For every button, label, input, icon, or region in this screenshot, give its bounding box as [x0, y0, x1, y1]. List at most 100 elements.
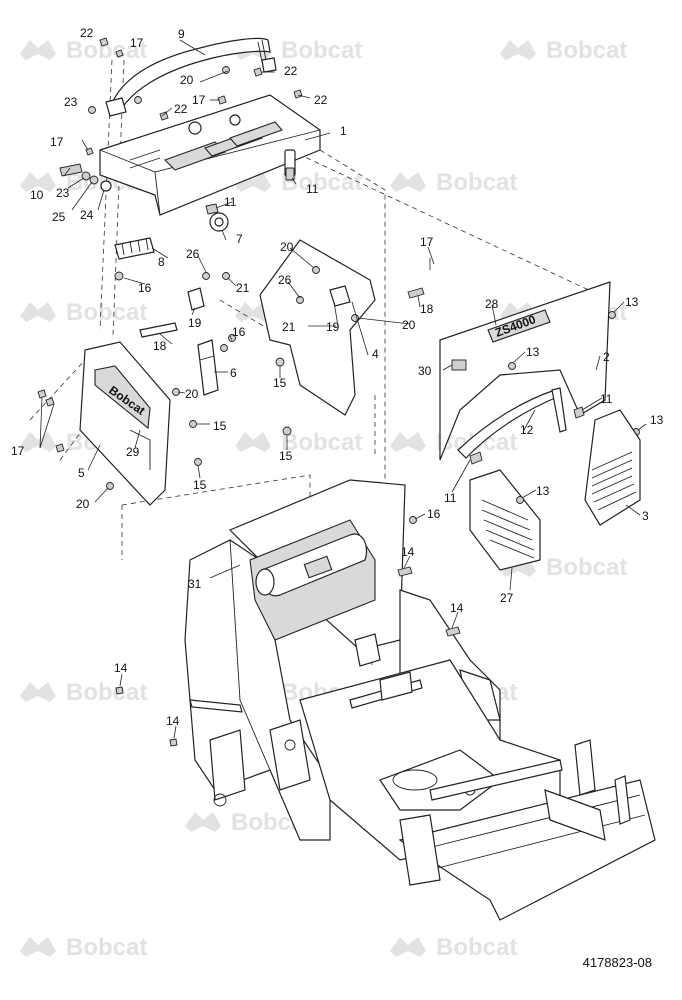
- callout-19-b: 19: [326, 320, 340, 334]
- callout-labels: 1 2 3 4 5 6 7 8 9 10 11 11 11 11 12 13 1…: [11, 26, 664, 728]
- callout-6: 6: [230, 366, 237, 380]
- watermark-2: Bobcat: [500, 37, 627, 64]
- bobcat-logo-icon: [20, 172, 56, 192]
- callout-14-a: 14: [401, 545, 415, 559]
- callout-24: 24: [80, 208, 94, 222]
- callout-14-b: 14: [450, 601, 464, 615]
- watermark-6: Bobcat: [20, 299, 147, 326]
- callout-17-d: 17: [11, 444, 25, 458]
- bobcat-logo-icon: [235, 432, 271, 452]
- bobcat-logo-icon: [390, 937, 426, 957]
- callout-25: 25: [52, 210, 66, 224]
- callout-10: 10: [30, 188, 44, 202]
- control-panel-part: [99, 94, 321, 216]
- bobcat-logo-icon: [390, 432, 426, 452]
- callout-5: 5: [78, 466, 85, 480]
- callout-21-b: 21: [282, 320, 296, 334]
- callout-20-e: 20: [76, 497, 90, 511]
- knob-part: [205, 167, 295, 232]
- callout-18-a: 18: [153, 339, 167, 353]
- callout-9: 9: [178, 27, 185, 41]
- callout-16-c: 16: [427, 507, 441, 521]
- callout-21-a: 21: [236, 281, 250, 295]
- left-hardware-group: [59, 37, 303, 192]
- chassis-frame: [115, 479, 656, 921]
- left-side-panel-part: Bobcat: [37, 341, 202, 506]
- callout-16-b: 16: [232, 325, 246, 339]
- terminal-strip-part: [114, 237, 155, 281]
- watermark-text: Bobcat: [66, 299, 147, 326]
- tank-cover-panel-part: ZS4000: [439, 281, 640, 461]
- callout-20-c: 20: [402, 318, 416, 332]
- callout-8: 8: [158, 255, 165, 269]
- watermark-text: Bobcat: [546, 554, 627, 581]
- callout-11-d: 11: [444, 491, 457, 505]
- callout-22-a: 22: [80, 26, 94, 40]
- grille-lower-part: [469, 469, 541, 571]
- drawing-reference-number: 4178823-08: [582, 955, 652, 970]
- callout-4: 4: [372, 347, 379, 361]
- watermark-18: Bobcat: [20, 934, 147, 961]
- watermark-13: Bobcat: [20, 679, 147, 706]
- bobcat-logo-icon: [20, 40, 56, 60]
- bobcat-logo-icon: [20, 937, 56, 957]
- callout-27: 27: [500, 591, 514, 605]
- callout-22-d: 22: [314, 93, 328, 107]
- bobcat-logo-icon: [20, 302, 56, 322]
- callout-29: 29: [126, 445, 140, 459]
- watermark-text: Bobcat: [281, 37, 362, 64]
- watermark-5: Bobcat: [390, 169, 517, 196]
- callout-7: 7: [236, 232, 243, 246]
- callout-14-d: 14: [166, 714, 180, 728]
- callout-3: 3: [642, 509, 649, 523]
- callout-1: 1: [340, 124, 347, 138]
- callout-17-b: 17: [192, 93, 206, 107]
- callout-14-c: 14: [114, 661, 128, 675]
- callout-11-a: 11: [224, 195, 237, 209]
- watermark-text: Bobcat: [436, 169, 517, 196]
- callout-15-d: 15: [193, 478, 207, 492]
- watermark-text: Bobcat: [436, 934, 517, 961]
- callout-31: 31: [188, 577, 202, 591]
- vertical-bracket-part: [197, 339, 219, 396]
- callout-11-c: 11: [600, 392, 613, 406]
- watermark-11: Bobcat: [390, 429, 517, 456]
- callout-16-a: 16: [138, 281, 152, 295]
- watermark-text: Bobcat: [546, 37, 627, 64]
- watermark-19: Bobcat: [390, 934, 517, 961]
- callout-22-c: 22: [174, 102, 188, 116]
- callout-20-d: 20: [185, 387, 199, 401]
- callout-13-a: 13: [625, 295, 639, 309]
- callout-26-b: 26: [278, 273, 292, 287]
- watermark-text: Bobcat: [66, 934, 147, 961]
- callout-17-c: 17: [50, 135, 64, 149]
- center-left-brackets: [139, 272, 236, 352]
- callout-20-b: 20: [280, 240, 294, 254]
- callout-28: 28: [485, 297, 499, 311]
- callout-13-d: 13: [536, 484, 550, 498]
- callout-22-b: 22: [284, 64, 298, 78]
- bobcat-logo-icon: [185, 812, 221, 832]
- curved-trim-part: [457, 387, 585, 465]
- callout-20-a: 20: [180, 73, 194, 87]
- callout-19-a: 19: [188, 316, 202, 330]
- bobcat-logo-icon: [20, 432, 56, 452]
- callout-15-b: 15: [213, 419, 227, 433]
- bobcat-logo-icon: [500, 40, 536, 60]
- callout-23-a: 23: [64, 95, 78, 109]
- watermark-0: Bobcat: [20, 37, 147, 64]
- watermark-text: Bobcat: [281, 429, 362, 456]
- watermark-10: Bobcat: [235, 429, 362, 456]
- callout-13-c: 13: [650, 413, 664, 427]
- leader-lines: [39, 39, 647, 739]
- callout-23-b: 23: [56, 186, 70, 200]
- callout-12: 12: [520, 423, 534, 437]
- grille-right-part: [584, 409, 641, 526]
- bobcat-logo-icon: [235, 302, 271, 322]
- center-panel-part: [259, 239, 425, 436]
- callout-17-a: 17: [130, 36, 144, 50]
- bobcat-logo-icon: [20, 682, 56, 702]
- callout-13-b: 13: [526, 345, 540, 359]
- callout-17-e: 17: [420, 235, 434, 249]
